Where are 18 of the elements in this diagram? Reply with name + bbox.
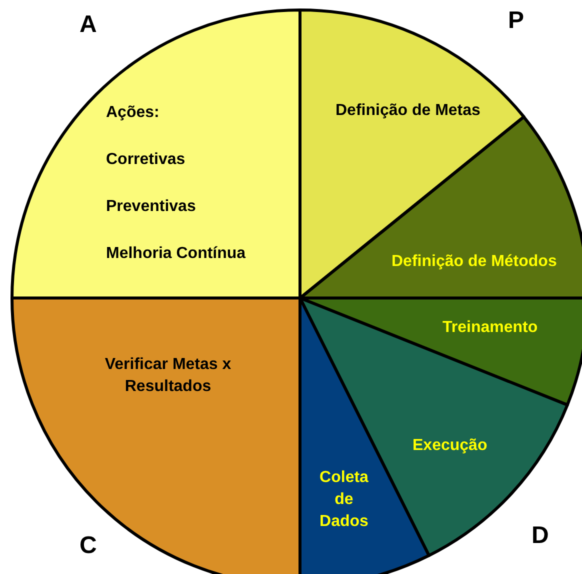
sector-label: Preventivas xyxy=(106,197,196,217)
pie-sector xyxy=(12,10,300,298)
sector-label: Definição de Metas xyxy=(336,101,480,121)
sector-label: Ações: xyxy=(106,103,160,123)
sector-label: Coleta de Dados xyxy=(318,468,370,532)
pie-sector xyxy=(300,298,568,556)
sector-label: Melhoria Contínua xyxy=(106,244,246,264)
sector-label: Verificar Metas x Resultados xyxy=(104,355,232,397)
pie-sector xyxy=(300,116,582,298)
phase-letter: C xyxy=(80,533,97,559)
sector-label: Corretivas xyxy=(106,150,186,170)
pie-sector xyxy=(12,298,300,574)
sector-label: Definição de Métodos xyxy=(392,252,557,272)
phase-letter: D xyxy=(532,523,549,549)
sector-label: Execução xyxy=(412,436,488,456)
sector-label: Treinamento xyxy=(442,318,538,338)
phase-letter: P xyxy=(508,8,524,34)
phase-letter: A xyxy=(80,12,97,38)
